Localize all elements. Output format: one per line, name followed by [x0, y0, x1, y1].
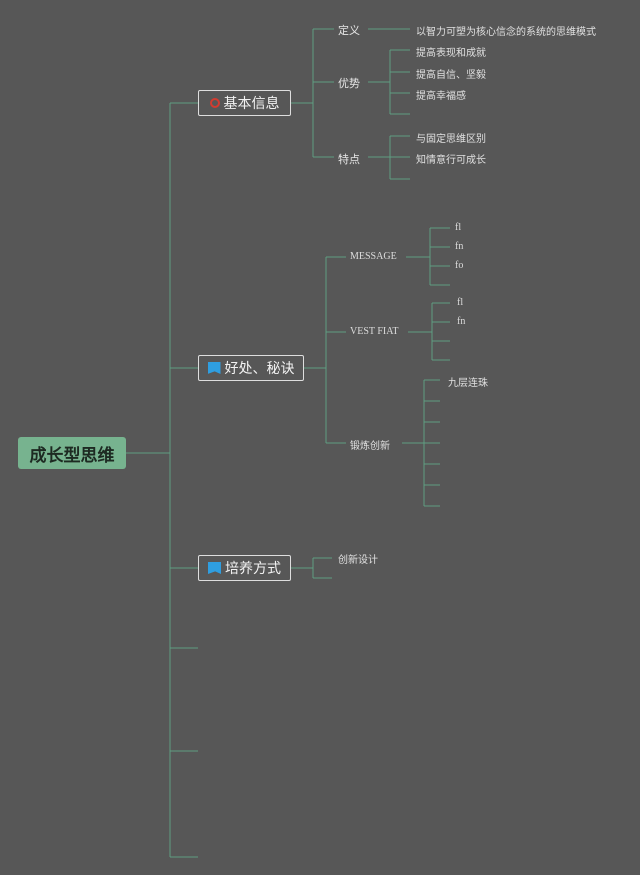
- flag-icon: [207, 362, 221, 374]
- root-label: 成长型思维: [29, 445, 115, 466]
- message-item[interactable]: fo: [455, 260, 464, 271]
- definition-text[interactable]: 以智力可塑为核心信念的系统的思维模式: [416, 27, 596, 38]
- branch-label: 培养方式: [225, 561, 281, 577]
- info-icon: [209, 98, 220, 108]
- training-node[interactable]: 锻炼创新: [350, 441, 390, 452]
- design-node[interactable]: 创新设计: [338, 555, 378, 566]
- feature-item[interactable]: 知情意行可成长: [416, 155, 486, 166]
- message-node[interactable]: MESSAGE: [350, 251, 397, 262]
- branch-benefits[interactable]: 好处、秘诀: [198, 355, 304, 381]
- definition-node[interactable]: 定义: [338, 24, 360, 37]
- advantage-item[interactable]: 提高幸福感: [416, 91, 466, 102]
- advantages-node[interactable]: 优势: [338, 77, 360, 90]
- training-item[interactable]: 九层连珠: [448, 378, 488, 389]
- branch-basic-info[interactable]: 基本信息: [198, 90, 291, 116]
- features-node[interactable]: 特点: [338, 153, 360, 166]
- branch-cultivation[interactable]: 培养方式: [198, 555, 291, 581]
- flag-icon: [208, 562, 221, 574]
- message-item[interactable]: fl: [455, 222, 462, 233]
- feature-item[interactable]: 与固定思维区别: [416, 134, 486, 145]
- advantage-item[interactable]: 提高表现和成就: [416, 48, 486, 59]
- branch-label: 好处、秘诀: [224, 361, 295, 377]
- root-node[interactable]: 成长型思维: [18, 437, 126, 469]
- vest-item[interactable]: fl: [457, 297, 464, 308]
- message-item[interactable]: fn: [455, 241, 464, 252]
- advantage-item[interactable]: 提高自信、坚毅: [416, 70, 486, 81]
- vest-item[interactable]: fn: [457, 316, 466, 327]
- branch-label: 基本信息: [223, 96, 280, 112]
- vest-fiat-node[interactable]: VEST FIAT: [350, 326, 399, 337]
